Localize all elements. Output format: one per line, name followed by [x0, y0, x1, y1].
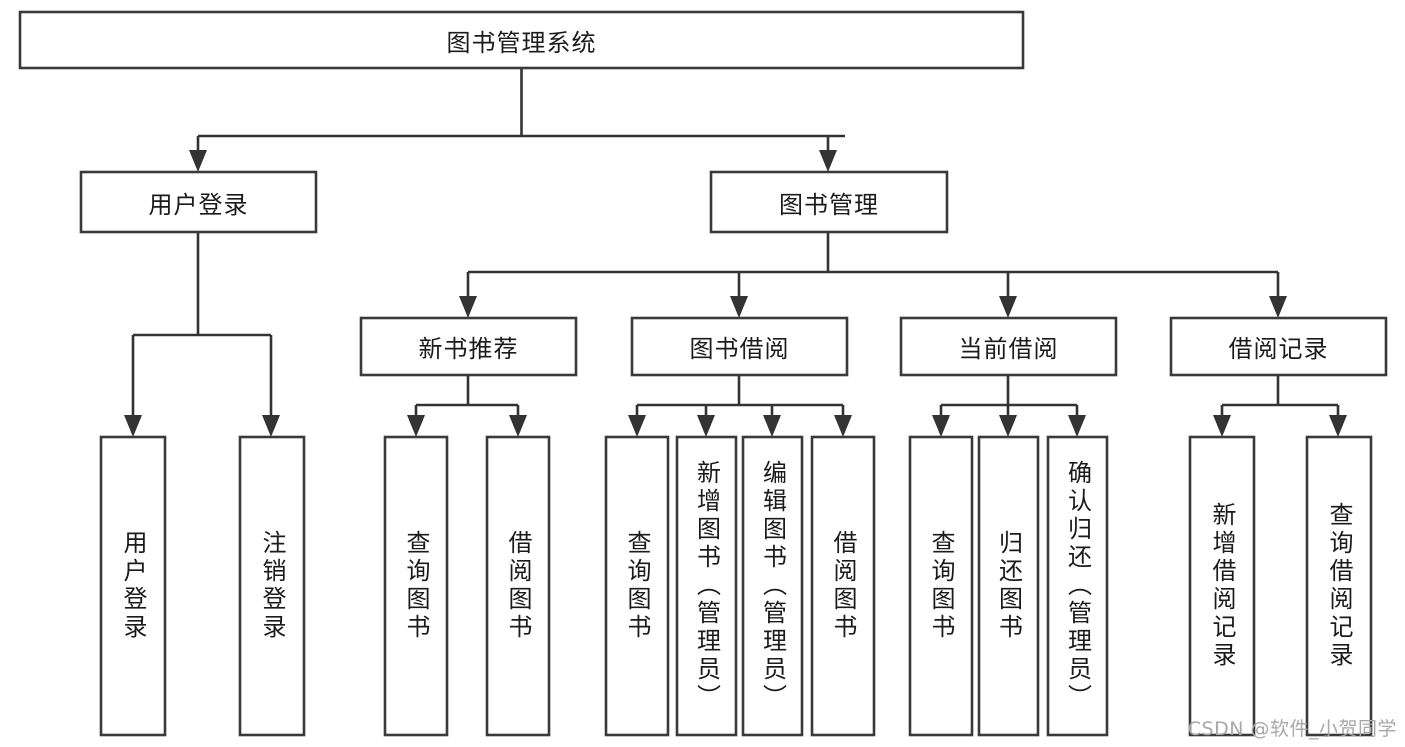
node-box-root[interactable] — [18, 10, 1025, 70]
node-box-leaf-2[interactable] — [238, 435, 306, 737]
connector-group-userlogin — [124, 232, 280, 437]
arrow-head-borrowrecord — [1269, 296, 1287, 318]
arrow-head-leaf-7 — [763, 415, 781, 437]
arrow-head-bookmanage — [819, 150, 837, 172]
node-box-leaf-7[interactable] — [741, 435, 804, 737]
arrow-head-newbookrec — [459, 296, 477, 318]
node-box-leaf-9[interactable] — [908, 435, 974, 737]
arrow-head-leaf-13 — [1329, 415, 1347, 437]
connector-group-newbookrec — [407, 375, 527, 437]
arrow-head-leaf-10 — [999, 415, 1017, 437]
node-box-leaf-11[interactable] — [1046, 435, 1109, 737]
arrow-head-leaf-1 — [124, 415, 142, 437]
arrow-head-leaf-4 — [509, 415, 527, 437]
node-box-leaf-10[interactable] — [977, 435, 1040, 737]
connector-group-currentborrow — [932, 375, 1086, 437]
node-box-borrow-record[interactable] — [1169, 316, 1388, 377]
node-box-book-manage[interactable] — [709, 170, 949, 234]
arrow-head-leaf-11 — [1068, 415, 1086, 437]
arrow-head-leaf-8 — [834, 415, 852, 437]
connector-group-borrowrecord — [1213, 375, 1347, 437]
arrow-head-bookborrow — [730, 296, 748, 318]
node-box-new-book-rec[interactable] — [359, 316, 578, 377]
arrow-head-leaf-2 — [262, 415, 280, 437]
arrow-head-leaf-12 — [1213, 415, 1231, 437]
node-box-leaf-13[interactable] — [1305, 435, 1373, 737]
node-box-leaf-8[interactable] — [810, 435, 876, 737]
arrow-head-userlogin — [189, 150, 207, 172]
connector-group-bookmanage — [459, 232, 1287, 318]
node-box-leaf-4[interactable] — [485, 435, 551, 737]
connector-group-bookborrow — [628, 375, 852, 437]
node-box-leaf-6[interactable] — [675, 435, 738, 737]
arrow-head-leaf-9 — [932, 415, 950, 437]
node-box-leaf-12[interactable] — [1188, 435, 1256, 737]
node-box-leaf-3[interactable] — [383, 435, 449, 737]
arrow-head-leaf-3 — [407, 415, 425, 437]
node-box-leaf-1[interactable] — [99, 435, 167, 737]
node-box-current-borrow[interactable] — [899, 316, 1118, 377]
node-box-book-borrow[interactable] — [630, 316, 849, 377]
node-box-leaf-5[interactable] — [604, 435, 670, 737]
connector-group-root — [189, 68, 845, 172]
arrow-head-currentborrow — [999, 296, 1017, 318]
arrow-head-leaf-6 — [697, 415, 715, 437]
node-box-user-login[interactable] — [79, 170, 318, 234]
arrow-head-leaf-5 — [628, 415, 646, 437]
